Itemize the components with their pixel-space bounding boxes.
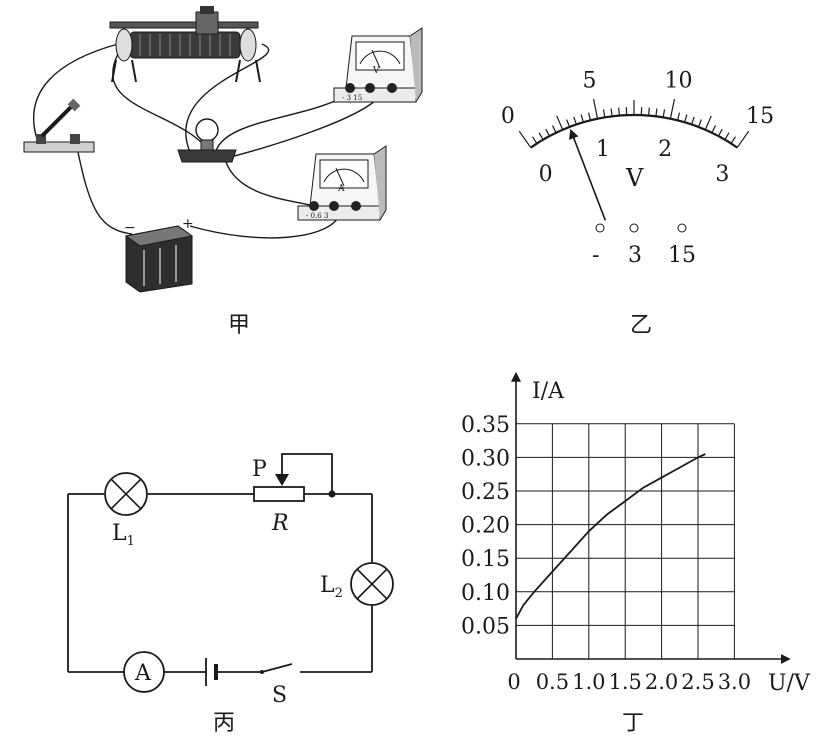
dial-tick (669, 99, 676, 119)
dial-tick (717, 128, 723, 137)
y-tick-label: 0.25 (461, 480, 510, 505)
dial-tick (662, 109, 666, 118)
dial-terminal-15: 15 (668, 243, 696, 268)
x-tick-label: 0.5 (536, 670, 569, 694)
lamp-l1-label: L1 (112, 521, 135, 549)
y-tick-label: 0.35 (461, 413, 510, 438)
x-tick-label: 3.0 (718, 670, 751, 694)
dial-tick (538, 132, 544, 140)
dial-tick (573, 116, 577, 125)
dial-outer-label: 10 (664, 69, 692, 94)
caption-yi: 乙 (630, 313, 652, 338)
switch-symbol (260, 670, 264, 674)
dial-terminal-dots (595, 223, 687, 233)
dial-inner-label: 1 (596, 137, 610, 162)
x-axis-label: U/V (768, 671, 811, 696)
lamp-l1-symbol (104, 472, 148, 516)
y-tick-label: 0.15 (461, 547, 510, 572)
voltmeter-dial: 0 5 10 15 0 1 2 3 V - 3 15 (501, 69, 774, 268)
battery-minus-label: − (124, 220, 136, 236)
switch-label-s: S (272, 683, 287, 708)
dial-inner-label: 0 (539, 162, 553, 187)
circuit-diagram: L1 P R L2 A S (67, 453, 394, 708)
dial-tick (556, 115, 564, 130)
dial-tick (592, 99, 599, 119)
rheostat-icon (109, 6, 261, 83)
dial-terminal-3: 3 (628, 243, 642, 268)
dial-tick (566, 119, 571, 128)
x-tick-label: 1.0 (572, 670, 605, 694)
dial-tick (532, 136, 538, 144)
y-axis-label: I/A (532, 379, 565, 404)
dial-tick (691, 116, 695, 125)
voltmeter-terminal-labels: - 3 15 (342, 94, 362, 102)
dial-tick (610, 108, 613, 117)
dial-outer-label: 0 (501, 104, 515, 129)
battery-icon: − + (124, 216, 194, 293)
dial-tick (676, 112, 681, 121)
rheostat-symbol (253, 486, 305, 502)
y-tick-label: 0.30 (461, 446, 510, 471)
x-tick-label: 2.5 (681, 670, 714, 694)
lamp-icon (177, 118, 237, 163)
ammeter-symbol-label: A (134, 661, 152, 686)
dial-outer-label: 15 (746, 104, 774, 129)
dial-tick (684, 114, 688, 123)
dial-tick (518, 130, 532, 148)
circuit-wires (67, 453, 373, 673)
lamp-l2-symbol (350, 562, 394, 606)
dial-tick (711, 125, 716, 134)
dial-inner-label: 2 (658, 137, 672, 162)
y-tick-label: 0.10 (461, 581, 510, 606)
y-tick-label: 0.05 (461, 614, 510, 639)
dial-tick (730, 136, 736, 144)
dial-terminal-minus: - (592, 243, 599, 268)
chart-grid (516, 423, 735, 659)
x-tick-label: 2.0 (645, 670, 678, 694)
dial-unit-label: V (625, 164, 644, 192)
y-tick-label: 0.20 (461, 514, 510, 539)
x-tick-label: 1.5 (608, 670, 641, 694)
ammeter-letter: A (337, 184, 345, 194)
battery-symbol (205, 658, 218, 686)
ammeter-icon: A - 0.6 3 (297, 145, 387, 221)
dial-tick (545, 128, 551, 137)
resistor-label-r: R (271, 511, 289, 536)
battery-plus-label: + (182, 216, 194, 232)
dial-outer-label: 5 (583, 69, 597, 94)
dial-tick (587, 112, 592, 121)
ammeter-symbol (123, 651, 165, 693)
series-line (515, 453, 706, 620)
chart-axes (511, 371, 791, 664)
caption-ding: 丁 (622, 711, 644, 736)
dial-tick (618, 107, 620, 116)
slider-label-p: P (252, 457, 267, 482)
x-tick-label: 0 (507, 670, 520, 694)
dial-tick (724, 132, 730, 140)
knife-switch-icon (23, 98, 95, 153)
dial-tick (552, 125, 557, 134)
apparatus-drawing: V - 3 15 A - 0.6 3 − + (23, 6, 423, 293)
dial-tick (736, 130, 750, 148)
dial-tick (655, 108, 658, 117)
ammeter-terminal-labels: - 0.6 3 (306, 212, 328, 220)
dial-tick (602, 109, 606, 118)
dial-inner-label: 3 (715, 162, 729, 187)
dial-tick (697, 119, 702, 128)
dial-tick (648, 107, 650, 116)
voltmeter-icon: V - 3 15 (333, 27, 423, 103)
caption-jia: 甲 (228, 313, 250, 338)
dial-tick (704, 115, 712, 130)
lamp-l2-label: L2 (320, 573, 343, 601)
caption-bing: 丙 (213, 711, 235, 736)
dial-needle (569, 128, 607, 221)
voltmeter-letter: V (372, 66, 380, 76)
dial-tick (580, 114, 584, 123)
